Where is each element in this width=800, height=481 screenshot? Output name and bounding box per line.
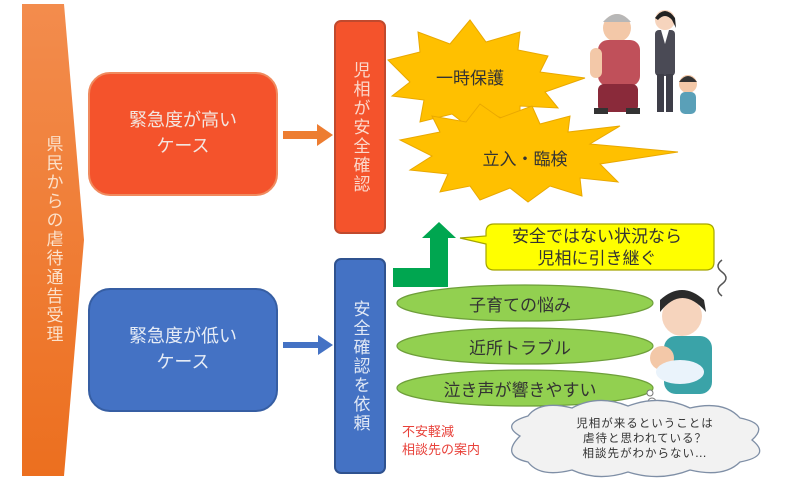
burst-temporary-protection (387, 19, 586, 129)
thought-bubble-label: 児相が来るということは 虐待と思われている？ 相談先がわからない… (576, 415, 714, 460)
arrow-high-to-jisou (283, 124, 333, 146)
burst-onsite-inspection (398, 103, 679, 203)
concern-label: 子育ての悩み (469, 295, 571, 316)
concern-oval-3 (396, 369, 654, 407)
escalation-note-label: 安全ではない状況なら 児相に引き継ぐ (512, 227, 682, 269)
intervention-illustration (590, 10, 697, 114)
support-note-label: 不安軽減 相談先の案内 (402, 425, 481, 458)
onsite-inspection-label: 立入・臨検 (482, 149, 568, 170)
concern-oval-1 (396, 284, 654, 322)
concern-oval-2 (396, 327, 654, 365)
safety-check-request-box: 安全確認を依頼 (334, 258, 386, 474)
concern-label: 近所トラブル (469, 338, 571, 359)
temporary-protection-label: 一時保護 (436, 68, 504, 89)
intake-label: 県民からの虐待通告受理 (42, 134, 63, 344)
concern-label: 泣き声が響きやすい (443, 380, 597, 401)
high-urgency-case-box: 緊急度が高い ケース (88, 72, 278, 196)
thought-cloud (511, 399, 761, 478)
jisou-safety-check-box: 児相が安全確認 (334, 20, 386, 234)
intake-chevron (22, 4, 84, 476)
escalation-arrow (393, 222, 456, 287)
arrow-low-to-request (283, 335, 333, 355)
escalation-callout (459, 223, 715, 271)
worried-parent-illustration (646, 259, 727, 407)
low-urgency-case-box: 緊急度が低い ケース (88, 288, 278, 412)
